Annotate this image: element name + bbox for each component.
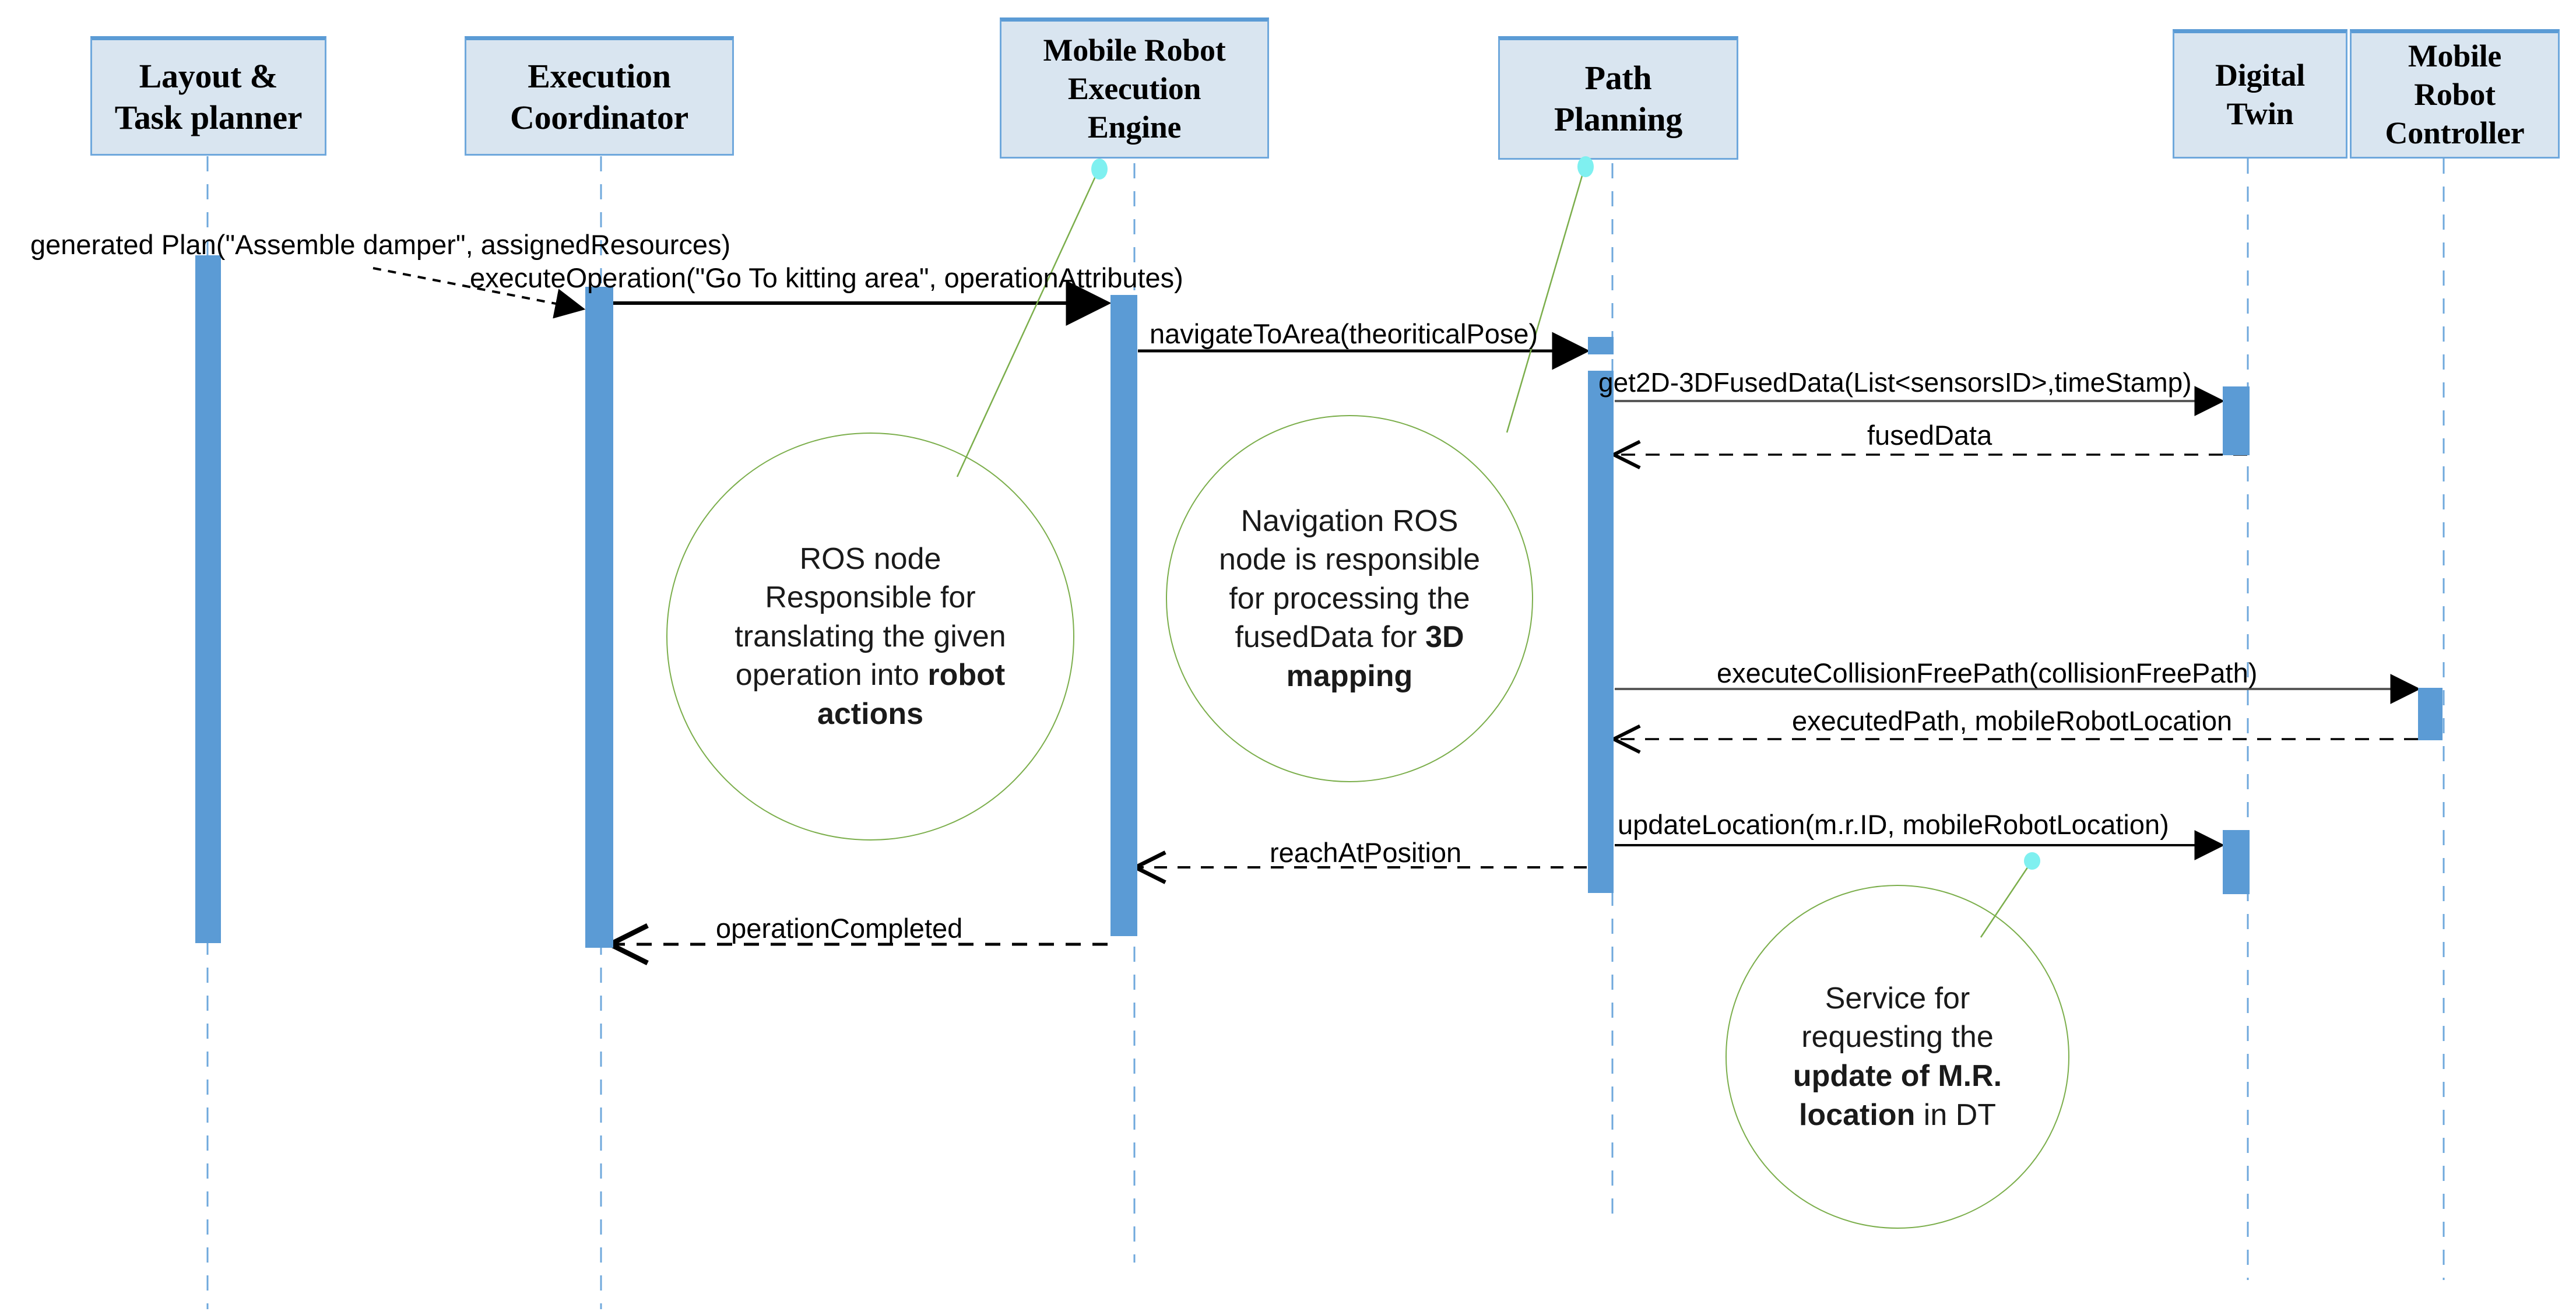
activation-path-planning-navigate	[1588, 337, 1614, 354]
note-update-location-service-text: Service for requesting the update of M.R…	[1793, 981, 2002, 1132]
message-label-execute-collision-free-path: executeCollisionFreePath(collisionFreePa…	[1717, 658, 2258, 688]
message-label-execute-operation: executeOperation("Go To kitting area", o…	[470, 262, 1183, 293]
note-update-location-service: Service for requesting the update of M.R…	[1725, 885, 2069, 1229]
participant-layout-task-planner[interactable]: Layout &Task planner	[90, 36, 326, 156]
message-label-executed-path: executedPath, mobileRobotLocation	[1792, 705, 2233, 736]
activation-layout-task-planner	[195, 255, 221, 943]
message-label-get-fused-data: get2D-3DFusedData(List<sensorsID>,timeSt…	[1598, 367, 2192, 398]
message-label-fused-data: fusedData	[1867, 420, 1992, 451]
leader-note-navigation-ros-node	[1506, 167, 1586, 433]
message-label-reach-at-position: reachAtPosition	[1270, 837, 1462, 868]
message-label-generated-plan: generated Plan("Assemble damper", assign…	[30, 229, 731, 260]
note-navigation-ros-node-text: Navigation ROS node is responsible for p…	[1218, 504, 1481, 693]
activation-digital-twin-fused-data	[2223, 386, 2250, 455]
message-label-operation-completed: operationCompleted	[716, 913, 963, 944]
participant-label-layout-task-planner: Layout &Task planner	[114, 57, 303, 136]
anchor-dot-mobile-robot-execution-engine	[1091, 159, 1108, 180]
activation-path-planning-main	[1588, 371, 1614, 893]
message-label-update-location: updateLocation(m.r.ID, mobileRobotLocati…	[1618, 809, 2169, 840]
note-navigation-ros-node: Navigation ROS node is responsible for p…	[1166, 415, 1533, 782]
activation-mobile-robot-controller	[2418, 688, 2443, 740]
note-ros-node-text: ROS node Responsible for translating the…	[735, 542, 1006, 731]
anchor-dot-path-planning	[1577, 156, 1594, 177]
message-label-navigate-to-area: navigateToArea(theoriticalPose)	[1150, 318, 1538, 349]
note-ros-node: ROS node Responsible for translating the…	[666, 433, 1074, 841]
activation-mobile-robot-execution-engine	[1110, 295, 1137, 936]
activation-execution-coordinator	[585, 287, 613, 948]
leader-note-ros-node	[956, 168, 1100, 477]
activation-digital-twin-update-location	[2223, 830, 2250, 894]
anchor-dot-digital-twin	[2024, 852, 2040, 870]
